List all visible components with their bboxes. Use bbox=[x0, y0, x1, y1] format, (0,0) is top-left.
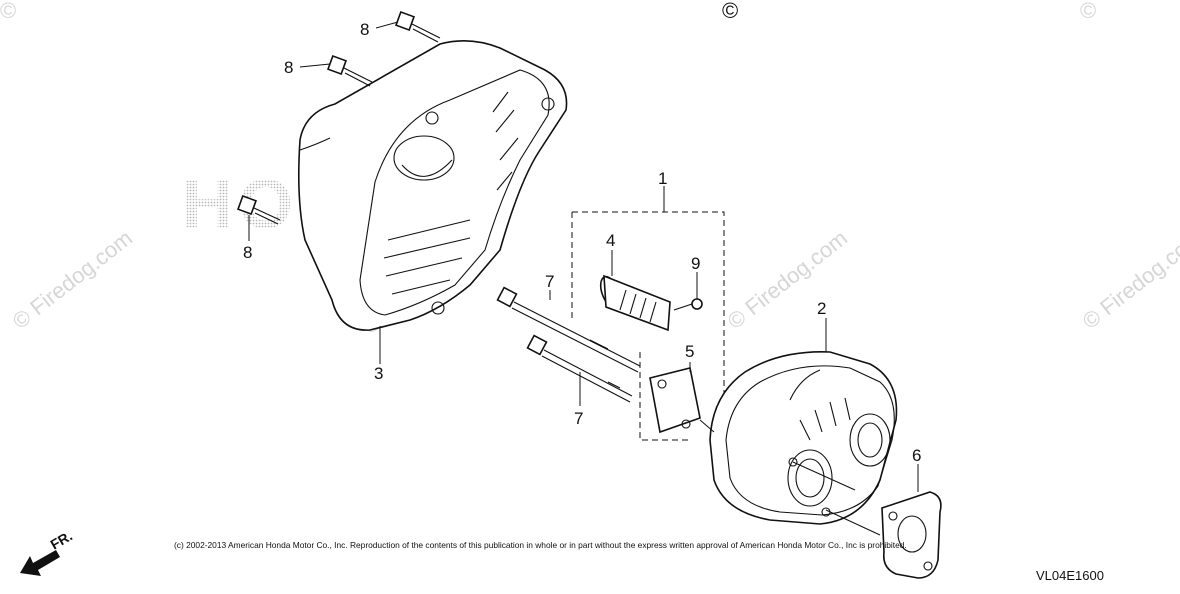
copyright-notice: (c) 2002-2013 American Honda Motor Co., … bbox=[174, 540, 907, 550]
firedog-watermark: © bbox=[0, 0, 16, 23]
callout-7: 7 bbox=[545, 272, 554, 291]
callout-8: 8 bbox=[243, 243, 252, 262]
copyright-symbol: © bbox=[722, 0, 738, 23]
long-bolt-7 bbox=[496, 286, 641, 373]
long-bolt-7 bbox=[526, 334, 633, 403]
callout-9: 9 bbox=[691, 254, 700, 273]
front-direction-arrow: FR. bbox=[20, 527, 75, 576]
direction-label: FR. bbox=[48, 527, 76, 552]
gasket-5 bbox=[649, 362, 701, 434]
gasket-6 bbox=[881, 464, 942, 579]
firedog-watermark: © Firedog.com bbox=[723, 225, 852, 334]
callout-2: 2 bbox=[817, 299, 826, 318]
callout-5: 5 bbox=[685, 342, 694, 361]
callout-3: 3 bbox=[374, 364, 383, 383]
callout-7: 7 bbox=[574, 409, 583, 428]
muffler bbox=[699, 318, 898, 536]
firedog-watermark: © Firedog.com bbox=[8, 225, 137, 334]
diagram-code: VL04E1600 bbox=[1036, 568, 1104, 583]
kit-bracket bbox=[572, 211, 725, 420]
bolt-8 bbox=[395, 11, 441, 43]
bolt-8 bbox=[327, 55, 373, 87]
bolt-8 bbox=[237, 195, 281, 225]
muffler-protector bbox=[297, 40, 568, 331]
firedog-watermark: © bbox=[1080, 0, 1096, 23]
callout-8: 8 bbox=[360, 20, 369, 39]
firedog-watermark: © Firedog.com bbox=[1078, 225, 1180, 334]
callout-4: 4 bbox=[606, 231, 615, 250]
spark-arrester bbox=[599, 250, 671, 332]
screw-9 bbox=[673, 272, 703, 311]
callout-6: 6 bbox=[912, 446, 921, 465]
callout-1: 1 bbox=[658, 169, 667, 188]
callout-8: 8 bbox=[284, 58, 293, 77]
